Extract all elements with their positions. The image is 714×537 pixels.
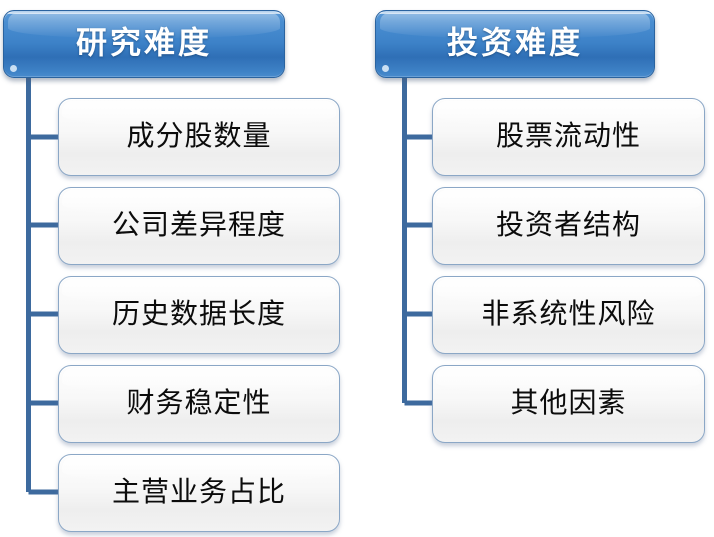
branch-item[interactable]: 其他因素 bbox=[432, 365, 705, 443]
branch-item-label: 财务稳定性 bbox=[126, 388, 272, 419]
header-corner-dot bbox=[10, 65, 17, 72]
header-corner-dot bbox=[382, 65, 389, 72]
branch-item[interactable]: 非系统性风险 bbox=[432, 276, 705, 354]
branch-item-label: 投资者结构 bbox=[495, 210, 641, 241]
branch-item-label: 股票流动性 bbox=[495, 121, 641, 152]
branch-item[interactable]: 财务稳定性 bbox=[58, 365, 340, 443]
branch-item-label: 成分股数量 bbox=[126, 121, 272, 152]
header-top-highlight bbox=[379, 12, 651, 14]
branch-header-label: 研究难度 bbox=[76, 25, 212, 62]
branch-item[interactable]: 投资者结构 bbox=[432, 187, 705, 265]
branch-item-label: 公司差异程度 bbox=[111, 210, 286, 241]
branch-item[interactable]: 主营业务占比 bbox=[58, 454, 340, 532]
branch-item[interactable]: 历史数据长度 bbox=[58, 276, 340, 354]
branch-item-label: 主营业务占比 bbox=[111, 477, 286, 508]
header-top-highlight bbox=[7, 12, 281, 14]
branch-header-research-difficulty[interactable]: 研究难度 bbox=[3, 10, 285, 78]
branch-item[interactable]: 公司差异程度 bbox=[58, 187, 340, 265]
branch-item-label: 历史数据长度 bbox=[111, 299, 286, 330]
branch-header-investment-difficulty[interactable]: 投资难度 bbox=[375, 10, 655, 78]
branch-item-label: 非系统性风险 bbox=[481, 299, 656, 330]
branch-item-label: 其他因素 bbox=[510, 388, 627, 419]
branch-header-label: 投资难度 bbox=[447, 25, 583, 62]
branch-item[interactable]: 成分股数量 bbox=[58, 98, 340, 176]
branch-item[interactable]: 股票流动性 bbox=[432, 98, 705, 176]
